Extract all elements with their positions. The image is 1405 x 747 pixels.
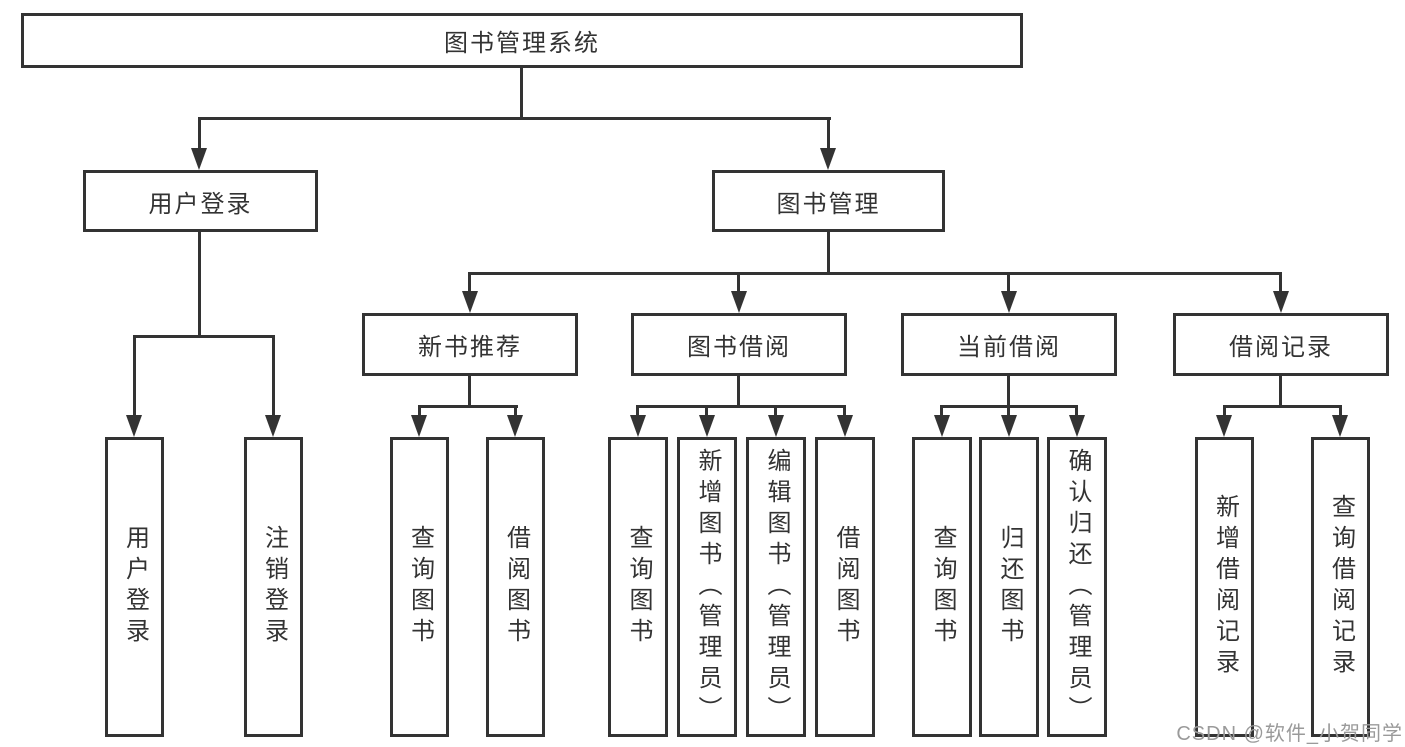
connector-shaft-borrowing-records	[1279, 272, 1282, 293]
leaf-borrow-books-recommend: 借阅图书	[486, 437, 545, 737]
connector-shaft	[1223, 405, 1226, 417]
arrowhead-icon	[820, 148, 836, 170]
arrowhead-icon	[837, 415, 853, 437]
node-label: 图书借阅	[687, 334, 791, 361]
csdn-watermark: CSDN @软件_小贺同学	[1176, 723, 1403, 745]
leaf-label: 新增图书（管理员）	[694, 447, 721, 727]
node-book-borrowing: 图书借阅	[631, 313, 847, 376]
connector-shaft-new-book	[468, 272, 471, 293]
leaf-logout: 注销登录	[244, 437, 303, 737]
arrowhead-icon	[1273, 291, 1289, 313]
leaf-edit-book-admin: 编辑图书（管理员）	[746, 437, 806, 737]
leaf-label: 注销登录	[260, 525, 288, 649]
connector-book-management-trunk	[827, 232, 830, 272]
arrowhead-icon	[768, 415, 784, 437]
connector-new-book-trunk	[468, 376, 471, 405]
leaf-add-borrowing-record: 新增借阅记录	[1195, 437, 1254, 737]
leaf-query-books-current: 查询图书	[912, 437, 972, 737]
connector-shaft	[418, 405, 421, 417]
connector-shaft-leaf-user-login	[133, 335, 136, 417]
arrowhead-icon	[1001, 415, 1017, 437]
node-book-management: 图书管理	[712, 170, 945, 232]
connector-shaft-book-borrowing	[737, 272, 740, 293]
leaf-label: 查询图书	[929, 525, 956, 649]
node-borrowing-records: 借阅记录	[1173, 313, 1389, 376]
leaf-borrow-books-borrowing: 借阅图书	[815, 437, 875, 737]
connector-book-borrowing-split	[636, 405, 846, 408]
connector-shaft-user-login	[198, 117, 201, 150]
arrowhead-icon	[1332, 415, 1348, 437]
leaf-label: 查询图书	[625, 525, 652, 649]
connector-book-management-split	[468, 272, 1281, 275]
arrowhead-icon	[731, 291, 747, 313]
connector-root-split	[198, 117, 831, 120]
node-label: 图书管理系统	[444, 30, 600, 57]
leaf-confirm-return-admin: 确认归还（管理员）	[1047, 437, 1107, 737]
node-root-library-management-system: 图书管理系统	[21, 13, 1023, 68]
connector-root-trunk	[520, 68, 523, 117]
leaf-query-books-recommend: 查询图书	[390, 437, 449, 737]
arrowhead-icon	[1001, 291, 1017, 313]
connector-borrowing-records-split	[1223, 405, 1342, 408]
leaf-label: 用户登录	[121, 525, 149, 649]
arrowhead-icon	[462, 291, 478, 313]
connector-shaft-current-borrowing	[1007, 272, 1010, 293]
arrowhead-icon	[265, 415, 281, 437]
connector-current-borrowing-trunk	[1007, 376, 1010, 405]
arrowhead-icon	[191, 148, 207, 170]
connector-user-login-trunk	[198, 232, 201, 335]
arrowhead-icon	[1216, 415, 1232, 437]
connector-shaft	[1339, 405, 1342, 417]
leaf-label: 归还图书	[996, 525, 1023, 649]
node-label: 用户登录	[148, 190, 253, 218]
connector-shaft	[940, 405, 943, 417]
leaf-label: 确认归还（管理员）	[1064, 447, 1091, 727]
node-label: 新书推荐	[418, 334, 522, 361]
node-label: 借阅记录	[1229, 334, 1333, 361]
connector-shaft	[843, 405, 846, 417]
connector-shaft	[636, 405, 639, 417]
arrowhead-icon	[126, 415, 142, 437]
connector-shaft-leaf-logout	[272, 335, 275, 417]
connector-borrowing-records-trunk	[1279, 376, 1282, 405]
arrowhead-icon	[699, 415, 715, 437]
connector-shaft	[705, 405, 708, 417]
leaf-query-borrowing-record: 查询借阅记录	[1311, 437, 1370, 737]
leaf-label: 查询图书	[406, 525, 434, 649]
connector-shaft	[1075, 405, 1078, 417]
connector-book-borrowing-trunk	[737, 376, 740, 405]
leaf-query-books-borrowing: 查询图书	[608, 437, 668, 737]
connector-shaft	[774, 405, 777, 417]
connector-shaft	[1007, 405, 1010, 417]
connector-shaft	[514, 405, 517, 417]
leaf-return-book: 归还图书	[979, 437, 1039, 737]
connector-new-book-split	[418, 405, 518, 408]
leaf-label: 编辑图书（管理员）	[763, 447, 790, 727]
arrowhead-icon	[630, 415, 646, 437]
leaf-label: 借阅图书	[502, 525, 530, 649]
leaf-user-login: 用户登录	[105, 437, 164, 737]
leaf-label: 借阅图书	[832, 525, 859, 649]
node-label: 图书管理	[776, 190, 881, 218]
arrowhead-icon	[1069, 415, 1085, 437]
arrowhead-icon	[507, 415, 523, 437]
leaf-add-book-admin: 新增图书（管理员）	[677, 437, 737, 737]
connector-user-login-split	[133, 335, 275, 338]
node-label: 当前借阅	[957, 334, 1061, 361]
connector-shaft-book-management	[827, 117, 830, 150]
arrowhead-icon	[411, 415, 427, 437]
node-new-book-recommendation: 新书推荐	[362, 313, 578, 376]
node-user-login: 用户登录	[83, 170, 318, 232]
node-current-borrowing: 当前借阅	[901, 313, 1117, 376]
leaf-label: 新增借阅记录	[1211, 494, 1239, 680]
leaf-label: 查询借阅记录	[1327, 494, 1355, 680]
arrowhead-icon	[934, 415, 950, 437]
